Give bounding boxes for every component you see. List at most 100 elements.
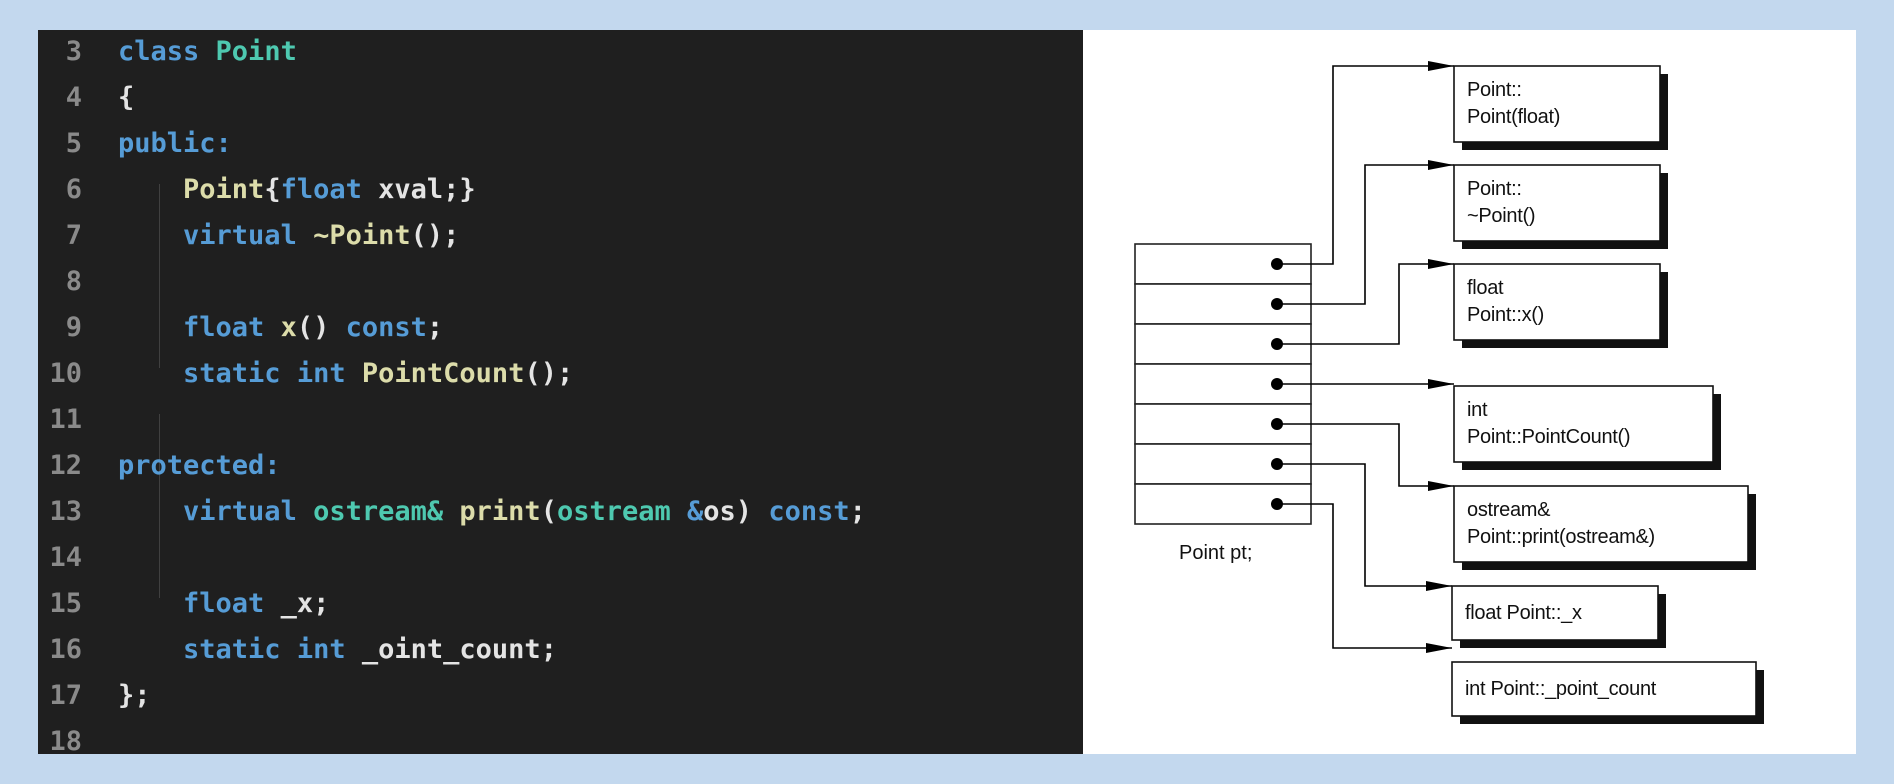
code-token	[118, 220, 183, 251]
line-number: 18	[49, 725, 82, 755]
member-label-line: ~Point()	[1467, 205, 1536, 227]
diagram-canvas	[1134, 61, 1764, 724]
line-number: 17	[49, 679, 82, 711]
code-line: 8	[38, 258, 118, 304]
code-text: virtual ~Point();	[118, 220, 459, 251]
pointer-arrow	[1277, 61, 1454, 265]
line-number: 16	[49, 633, 82, 665]
code-token: _x;	[264, 587, 330, 619]
code-token: virtual	[183, 219, 297, 251]
indent-guide	[159, 414, 160, 598]
member-box	[1453, 385, 1714, 463]
code-line: 16 static int _oint_count;	[38, 626, 557, 672]
code-token: {	[264, 173, 281, 205]
code-token: Point	[183, 173, 265, 205]
code-token: protected:	[118, 449, 281, 481]
code-token: xval;}	[361, 173, 476, 205]
code-token	[281, 634, 297, 665]
code-text: Point{float xval;}	[118, 174, 476, 205]
code-text: static int PointCount();	[118, 358, 573, 389]
code-token: int	[296, 357, 346, 389]
member-label-line: ostream&	[1467, 499, 1551, 521]
line-number: 3	[65, 35, 82, 67]
code-line: 18	[38, 718, 118, 755]
code-token	[281, 358, 297, 389]
code-token: virtual	[183, 495, 297, 527]
line-number: 10	[49, 357, 82, 389]
code-token	[297, 220, 313, 251]
pointer-arrow	[1277, 160, 1454, 305]
line-number: 5	[65, 127, 82, 159]
code-line: 11	[38, 396, 118, 442]
code-token: PointCount	[361, 357, 525, 389]
line-number: 13	[49, 495, 82, 527]
member-box	[1451, 661, 1757, 717]
member-box	[1451, 585, 1659, 641]
code-token	[264, 312, 280, 343]
code-text: protected:	[118, 450, 281, 481]
member-label: float Point::_x	[1465, 600, 1582, 627]
code-token: (	[540, 495, 557, 527]
code-line: 14	[38, 534, 118, 580]
code-token: const	[768, 495, 850, 527]
code-token	[118, 358, 183, 389]
code-token	[118, 588, 183, 619]
line-number: 15	[49, 587, 82, 619]
pointer-arrow	[1277, 259, 1454, 345]
code-token: static	[183, 357, 281, 389]
code-text: static int _oint_count;	[118, 634, 557, 665]
code-token: const	[345, 311, 427, 343]
code-token: ;	[426, 311, 444, 343]
line-number: 4	[65, 81, 82, 113]
member-box	[1453, 164, 1661, 242]
code-token: int	[296, 633, 346, 665]
member-label-line: int	[1467, 399, 1488, 421]
code-line: 10 static int PointCount();	[38, 350, 573, 396]
code-token: {	[118, 81, 135, 113]
code-token: x	[280, 311, 297, 343]
code-token: print	[459, 495, 541, 527]
code-text: float _x;	[118, 588, 329, 619]
member-label-line: Point::PointCount()	[1467, 426, 1631, 448]
line-number: 8	[65, 265, 82, 297]
code-text: };	[118, 680, 151, 711]
code-line: 17};	[38, 672, 151, 718]
code-line: 3 class Point	[38, 30, 297, 74]
code-line: 9 float x() const;	[38, 304, 443, 350]
code-text: float x() const;	[118, 312, 443, 343]
code-token	[346, 358, 362, 389]
pointer-arrow	[1277, 463, 1452, 591]
line-number: 11	[49, 403, 82, 435]
code-token	[297, 496, 313, 527]
code-token: float	[280, 173, 362, 205]
member-box	[1453, 485, 1749, 563]
code-token: ostream	[556, 495, 671, 527]
code-token: ();	[410, 219, 460, 251]
code-line: 4{	[38, 74, 135, 120]
pointer-arrow	[1277, 503, 1452, 653]
code-token: };	[118, 679, 151, 711]
member-label: Point::~Point()	[1467, 176, 1535, 230]
code-token: ~Point	[313, 219, 411, 251]
code-token: ostream&	[313, 495, 444, 527]
code-token	[671, 496, 687, 527]
line-number: 9	[65, 311, 82, 343]
code-token: float	[183, 587, 265, 619]
code-text: {	[118, 82, 134, 113]
code-text: virtual ostream& print(ostream &os) cons…	[118, 496, 866, 527]
code-token	[118, 174, 183, 205]
object-label: Point pt;	[1179, 542, 1253, 564]
member-label-line: Point::x()	[1467, 304, 1545, 326]
code-token: )	[735, 495, 769, 527]
code-token: ();	[524, 357, 574, 389]
code-token	[443, 496, 459, 527]
line-number: 7	[65, 219, 82, 251]
code-token	[118, 312, 183, 343]
member-label: Point::Point(float)	[1467, 77, 1560, 131]
code-text: class Point	[118, 36, 297, 67]
code-token: ()	[296, 311, 346, 343]
